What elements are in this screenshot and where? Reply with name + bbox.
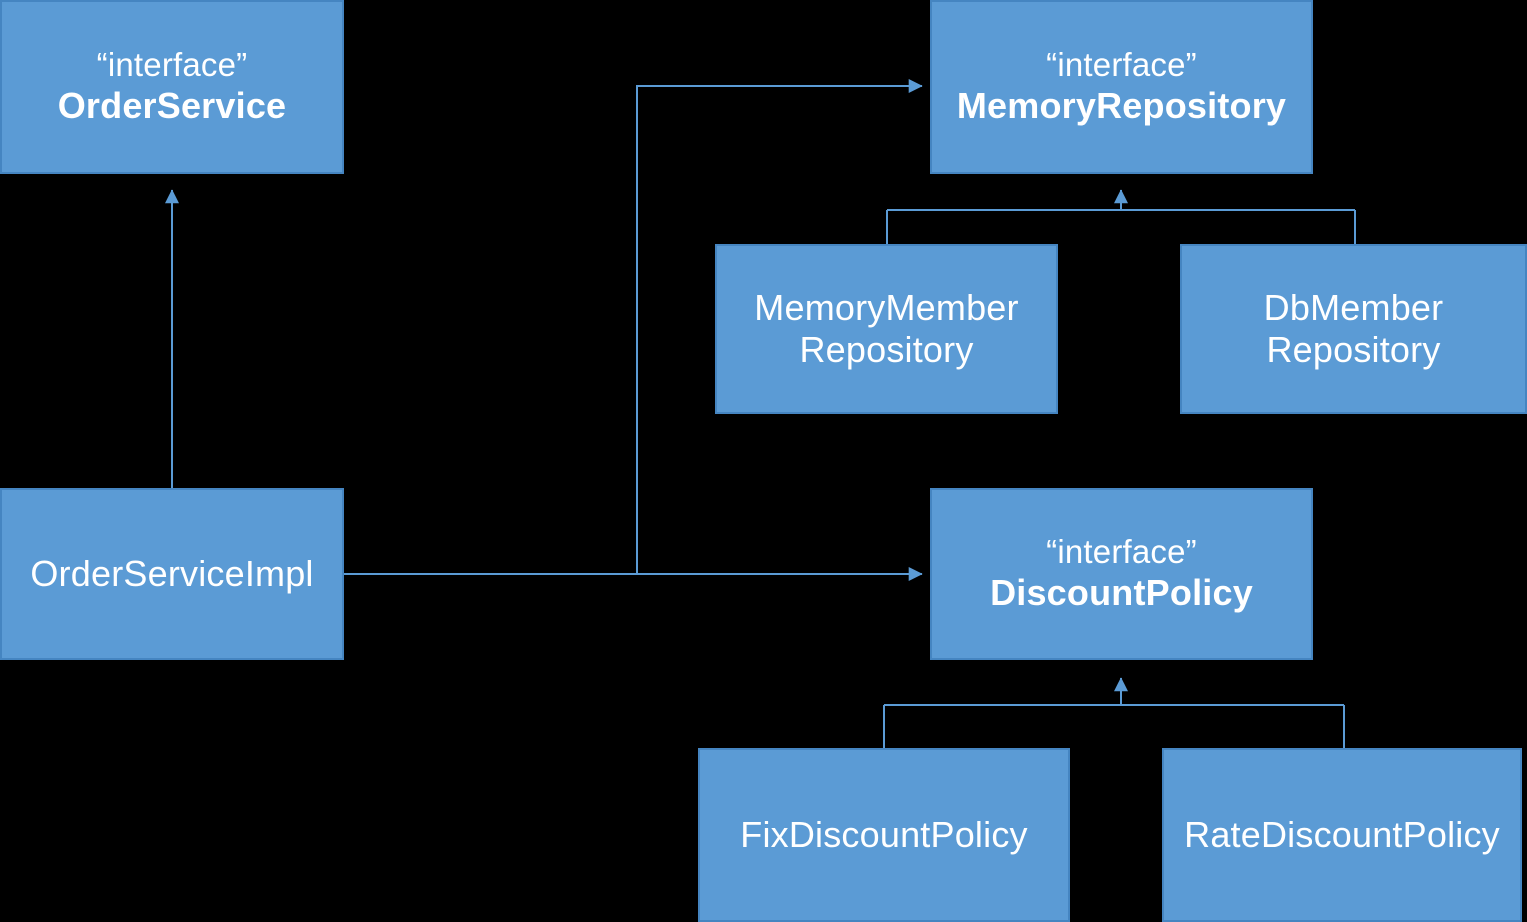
edge-memory-repository-generalization-tree (886, 189, 1356, 245)
edge-discount-policy-generalization-tree (883, 677, 1345, 749)
stereotype-label-order-service: “interface” (96, 46, 248, 84)
class-box-memory-member-repository[interactable]: MemoryMember Repository (715, 244, 1058, 414)
class-box-discount-policy[interactable]: “interface” DiscountPolicy (930, 488, 1313, 660)
class-box-rate-discount-policy[interactable]: RateDiscountPolicy (1162, 748, 1522, 922)
stereotype-label-memory-repository: “interface” (1046, 46, 1197, 84)
class-box-fix-discount-policy[interactable]: FixDiscountPolicy (698, 748, 1070, 922)
class-name-db-member-repository: DbMember Repository (1263, 286, 1444, 370)
class-name-fix-discount-policy: FixDiscountPolicy (740, 813, 1028, 855)
class-name-discount-policy: DiscountPolicy (990, 572, 1253, 614)
class-box-order-service[interactable]: “interface” OrderService (0, 0, 344, 174)
class-box-db-member-repository[interactable]: DbMember Repository (1180, 244, 1527, 414)
stereotype-label-discount-policy: “interface” (1046, 533, 1197, 571)
class-name-memory-repository: MemoryRepository (956, 85, 1287, 127)
class-box-memory-repository[interactable]: “interface” MemoryRepository (930, 0, 1313, 174)
class-name-memory-member-repository: MemoryMember Repository (754, 286, 1019, 370)
class-name-order-service-impl: OrderServiceImpl (30, 552, 314, 594)
class-name-order-service: OrderService (57, 85, 287, 127)
class-box-order-service-impl[interactable]: OrderServiceImpl (0, 488, 344, 660)
class-name-rate-discount-policy: RateDiscountPolicy (1184, 813, 1500, 855)
